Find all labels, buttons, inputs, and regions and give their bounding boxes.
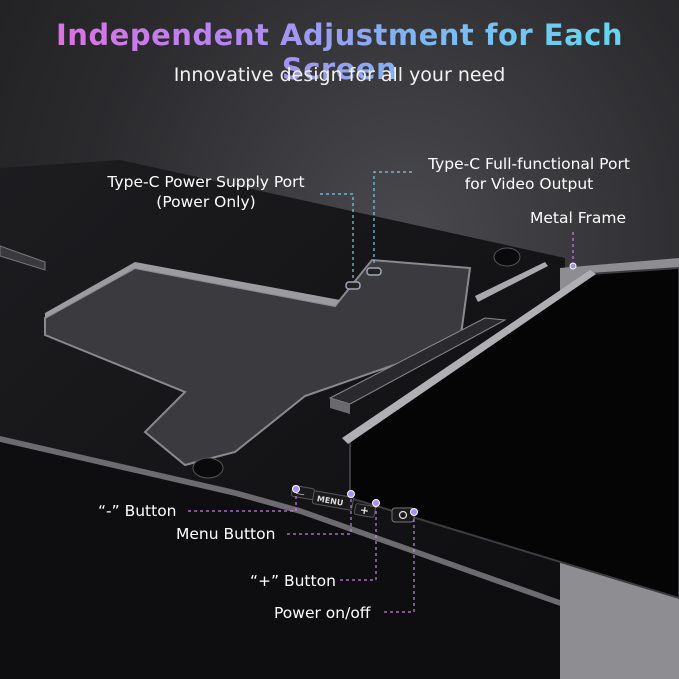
plus-button-line	[340, 504, 377, 581]
rubber-foot	[192, 457, 224, 479]
power-port-label-line1: Type-C Power Supply Port	[107, 173, 305, 191]
plus-device-button	[353, 503, 376, 518]
video-port-label: Type-C Full-functional Port for Video Ou…	[410, 154, 648, 194]
page-title: Independent Adjustment for Each Screen	[0, 18, 679, 86]
stand-front-edge	[0, 436, 560, 606]
hinge	[328, 317, 507, 405]
minus-button-line	[188, 490, 297, 512]
power-button-label: Power on/off	[274, 604, 371, 622]
power-port-line	[320, 193, 354, 280]
callout-lines	[188, 171, 574, 613]
minus-button-label: “-” Button	[98, 502, 177, 520]
device-buttons: — MENU +	[290, 484, 415, 523]
page-subtitle: Innovative design for all your need	[173, 64, 506, 86]
metal-frame-label: Metal Frame	[530, 209, 627, 227]
plus-button-label: “+” Button	[250, 572, 336, 590]
power-button-line	[384, 514, 415, 613]
usb-c-video-port	[366, 267, 382, 276]
minus-symbol: —	[295, 489, 306, 500]
video-port-label-line2: for Video Output	[464, 175, 594, 193]
power-port-label-line2: (Power Only)	[156, 193, 256, 211]
menu-device-button	[311, 490, 354, 511]
usb-c-power-port	[345, 281, 361, 290]
video-port-label-line1: Type-C Full-functional Port	[428, 155, 630, 173]
video-port-line	[373, 171, 412, 266]
power-port-label: Type-C Power Supply Port (Power Only)	[96, 172, 316, 212]
plus-symbol: +	[359, 503, 370, 517]
callout-dots	[292, 262, 577, 516]
menu-button-label: Menu Button	[176, 525, 276, 543]
rubber-foot	[493, 247, 521, 267]
